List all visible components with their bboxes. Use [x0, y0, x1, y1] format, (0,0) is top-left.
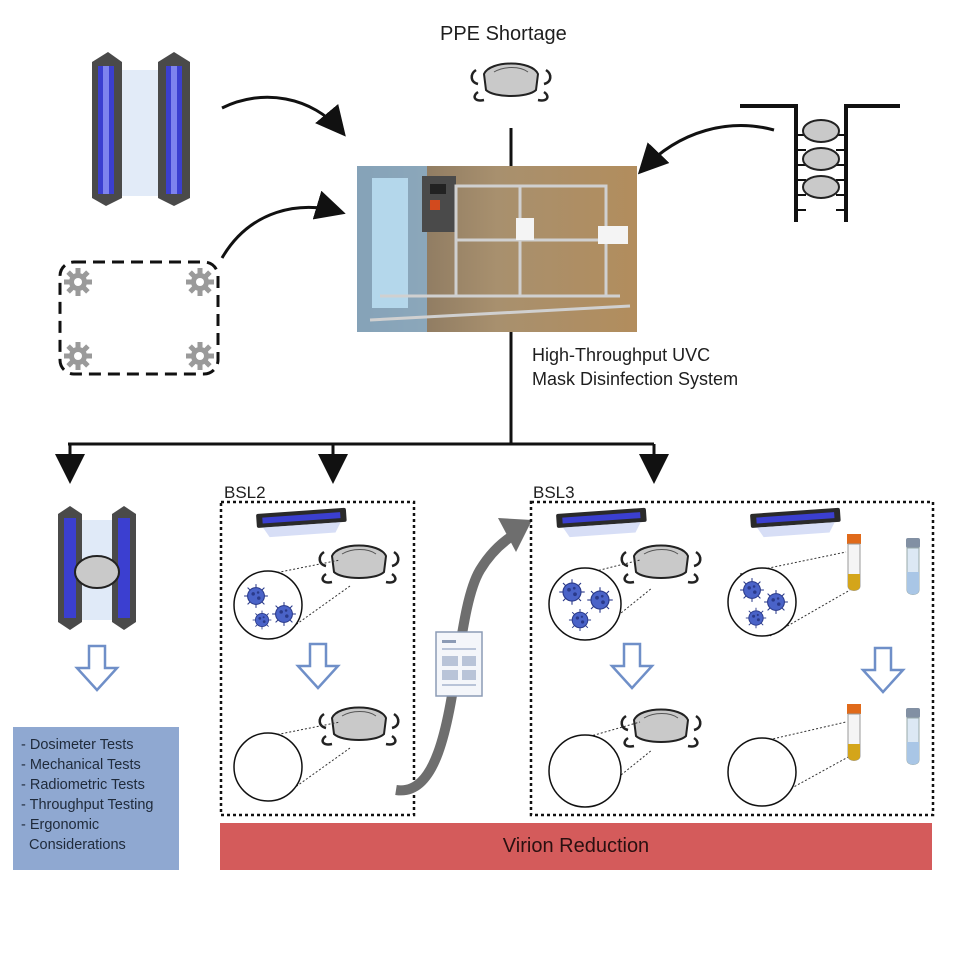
- document-icon: [435, 631, 483, 697]
- empty-magnifier-icon: [233, 721, 351, 802]
- empty-magnifier-icon: [727, 721, 851, 807]
- sample-tube-icon: [846, 533, 862, 591]
- system-title-line1: High-Throughput UVC: [532, 345, 711, 365]
- list-item: - Radiometric Tests: [21, 777, 145, 793]
- mask-icon: [318, 706, 400, 746]
- list-item: - Throughput Testing: [21, 797, 154, 813]
- virion-reduction-label: Virion Reduction: [502, 835, 650, 857]
- sample-tube-icon: [905, 537, 921, 595]
- down-arrow-icon: [75, 644, 119, 692]
- ppe-shortage-title: PPE Shortage: [440, 23, 567, 45]
- mask-icon: [470, 62, 552, 102]
- tests-list: - Dosimeter Tests - Mechanical Tests - R…: [13, 727, 179, 870]
- empty-magnifier-icon: [548, 721, 653, 808]
- virion-reduction-bar: Virion Reduction: [220, 823, 932, 870]
- system-title: High-Throughput UVC Mask Disinfection Sy…: [532, 343, 792, 391]
- list-item: Considerations: [21, 837, 126, 853]
- down-arrow-icon: [610, 642, 654, 690]
- gear-board-icon: [58, 260, 220, 376]
- uv-lamp-bar-icon: [556, 507, 648, 538]
- system-title-line2: Mask Disinfection System: [532, 369, 739, 389]
- arrow-gears-to-system: [220, 190, 346, 259]
- uv-lamp-bar-icon: [750, 507, 842, 538]
- sample-tube-icon: [846, 703, 862, 761]
- uv-lamp-bar-icon: [256, 507, 348, 538]
- mask-stack-icon: [740, 104, 900, 222]
- mask-icon: [620, 708, 702, 748]
- down-arrow-icon: [861, 646, 905, 694]
- bsl3-box: [529, 500, 935, 817]
- list-item: - Ergonomic: [21, 817, 100, 833]
- transfer-arrow: [395, 518, 532, 796]
- down-arrow-icon: [296, 642, 340, 690]
- virus-magnifier-icon: [233, 559, 351, 640]
- mask-icon: [318, 544, 400, 584]
- mask-icon: [620, 544, 702, 584]
- uv-lamp-with-mask-icon: [58, 506, 136, 630]
- uv-lamp-pair-icon: [92, 52, 190, 206]
- bsl3-label: BSL3: [533, 483, 575, 502]
- bsl2-label: BSL2: [224, 483, 266, 502]
- virus-magnifier-icon: [548, 559, 653, 641]
- list-item: - Dosimeter Tests: [21, 737, 134, 753]
- virus-magnifier-icon: [727, 551, 851, 637]
- system-photo: [357, 166, 637, 332]
- bsl2-box: [219, 500, 416, 817]
- sample-tube-icon: [905, 707, 921, 765]
- arrow-masks-to-system: [637, 124, 775, 175]
- list-item: - Mechanical Tests: [21, 757, 141, 773]
- arrow-lamp-to-system: [221, 95, 346, 137]
